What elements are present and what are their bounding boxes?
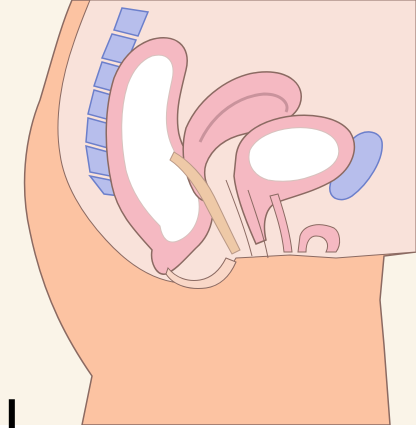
panel-letter: I	[6, 393, 18, 435]
pelvic-anatomy-diagram	[0, 0, 416, 425]
